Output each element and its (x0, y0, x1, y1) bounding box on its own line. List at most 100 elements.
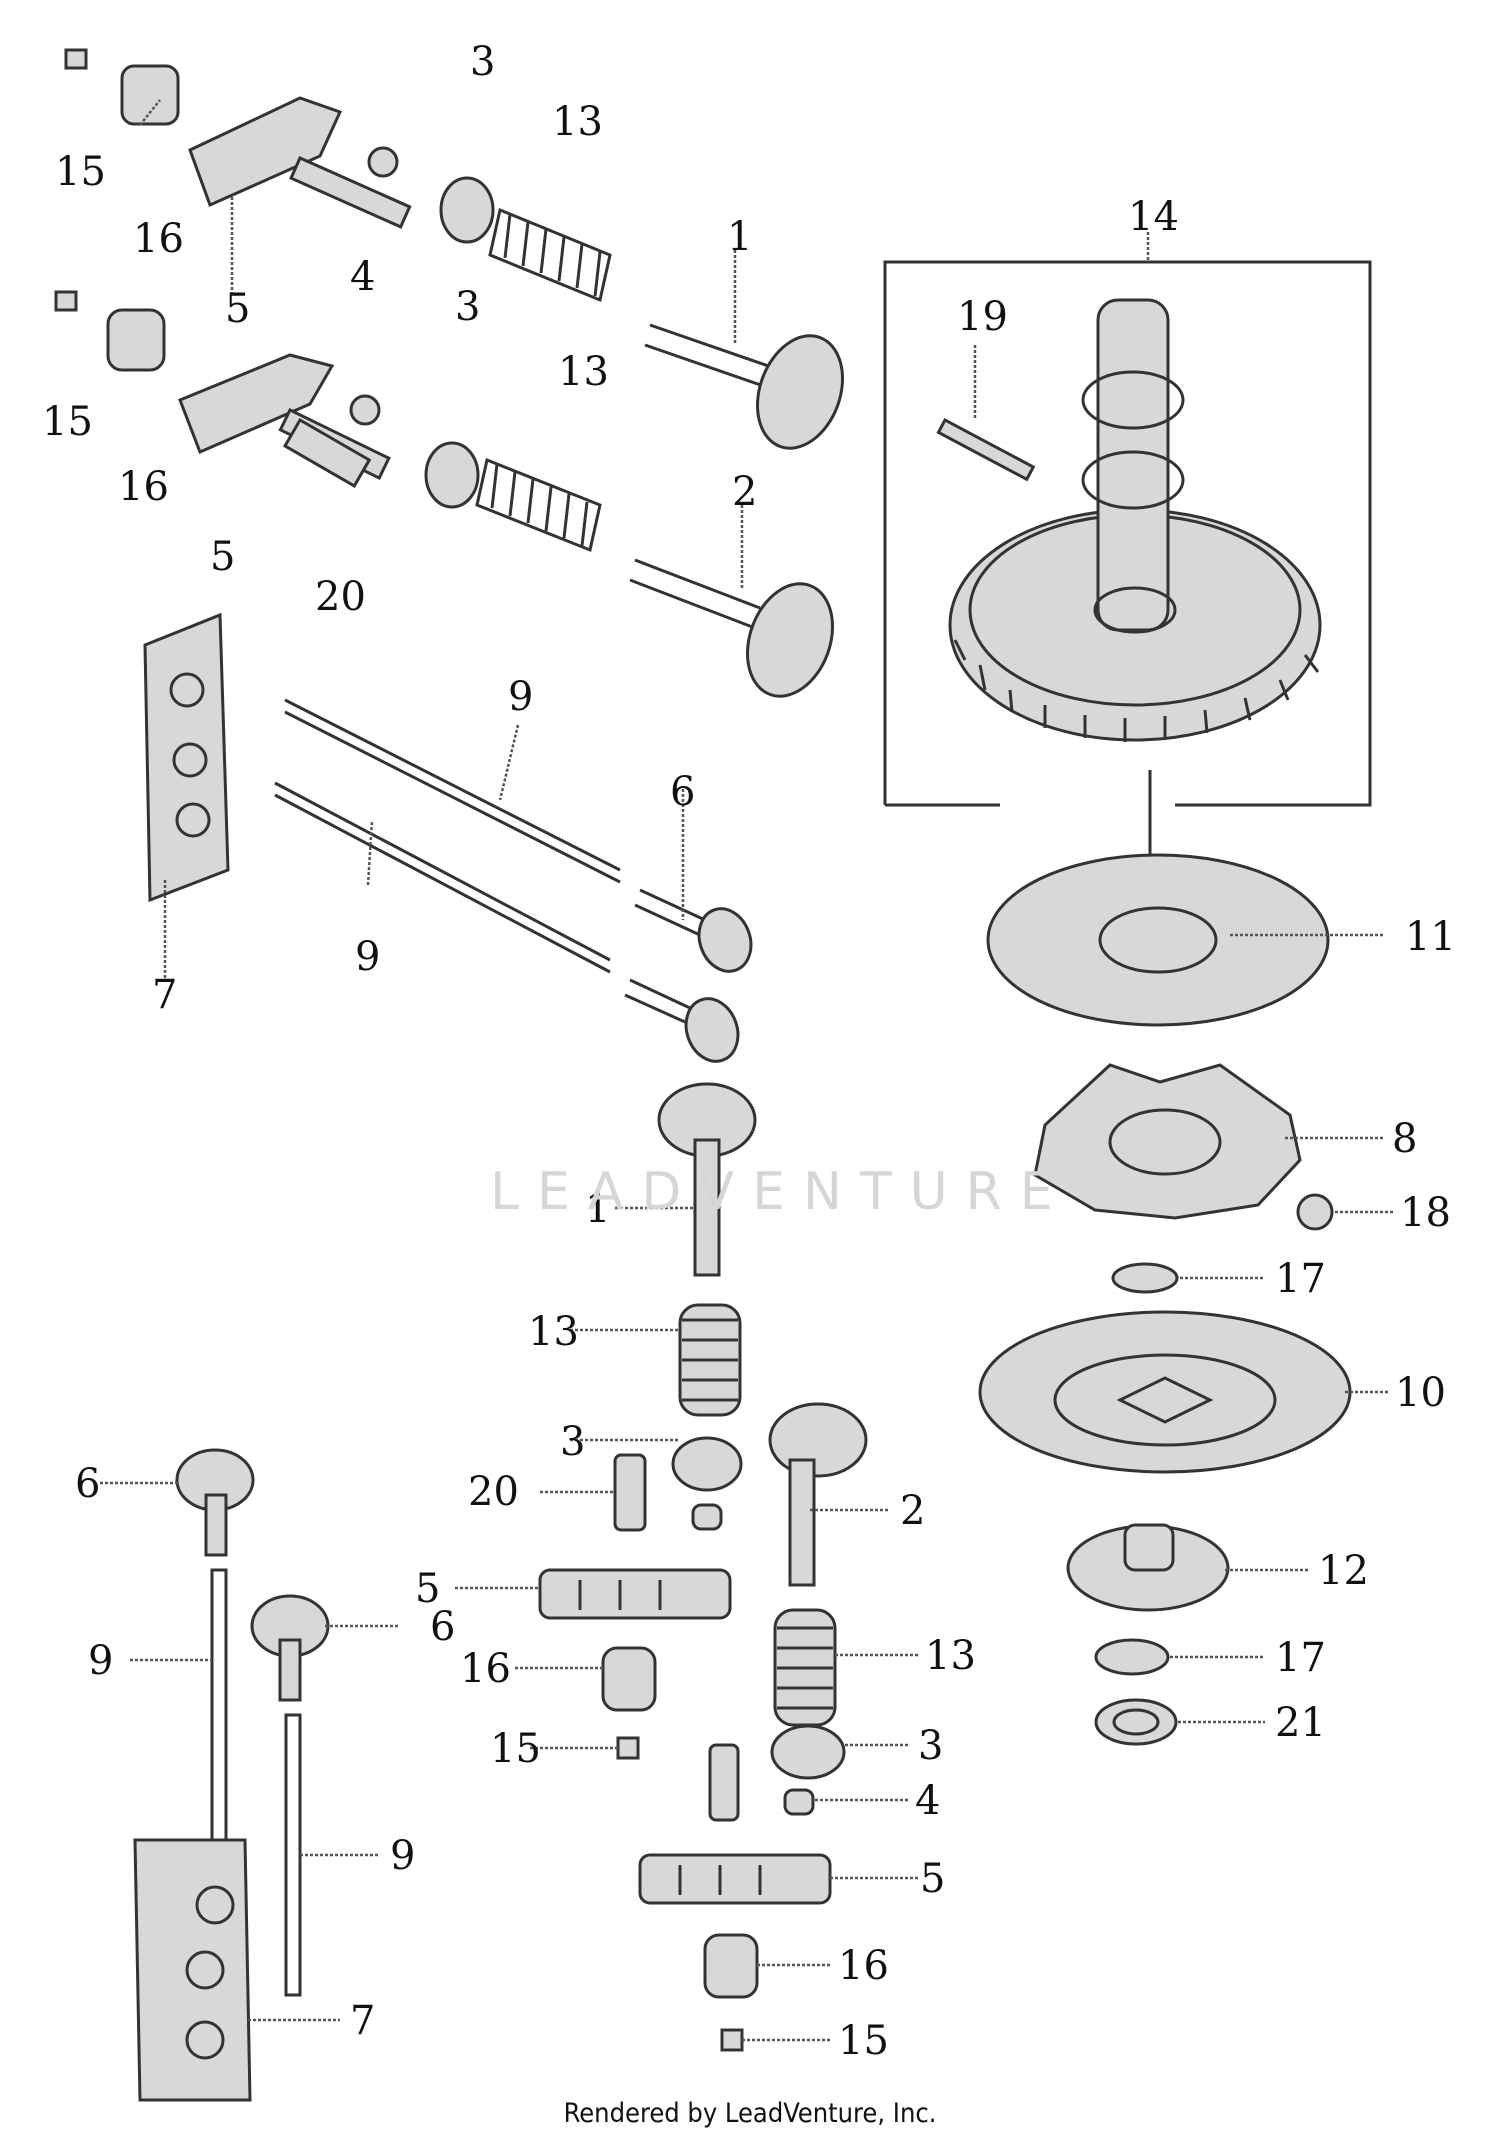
part-gear-12 (1066, 1523, 1230, 1612)
watermark: LEADVENTURE (490, 1162, 1071, 1222)
leader-lines (100, 99, 1395, 2042)
part-stud-20-mid (282, 417, 372, 489)
part-tappet-6-lower-a (175, 1448, 255, 1557)
callout-12: 12 (1318, 1548, 1369, 1594)
part-stud-20-lower (613, 1453, 647, 1532)
callouts: 3 13 15 16 5 4 14 1 19 3 13 15 16 2 5 20… (42, 39, 1456, 2064)
callout-3c: 3 (560, 1419, 585, 1465)
callout-7b: 7 (350, 1998, 375, 2044)
callout-9: 9 (508, 674, 533, 720)
part-spring-13-lower (678, 1303, 742, 1417)
callout-10: 10 (1395, 1370, 1446, 1416)
part-pin-19 (936, 417, 1036, 482)
callout-5: 5 (225, 286, 250, 332)
callout-13d: 13 (925, 1633, 976, 1679)
callout-5d: 5 (920, 1856, 945, 1902)
part-adjust-screw-16-mid (106, 308, 166, 372)
part-tappet-6-b (624, 978, 740, 1063)
part-valve-2-top (629, 558, 835, 698)
callout-20b: 20 (468, 1469, 519, 1515)
callout-11: 11 (1405, 914, 1456, 960)
part-tappet-6-lower-b (250, 1594, 330, 1702)
callout-9c: 9 (88, 1638, 113, 1684)
part-ring-17-bottom (1094, 1638, 1170, 1676)
callout-15c: 15 (490, 1726, 541, 1772)
part-cap-4-lower-a (691, 1503, 723, 1531)
callout-16b: 16 (118, 464, 169, 510)
part-ring-17-top (1111, 1262, 1179, 1294)
part-push-rod-9-a (284, 698, 621, 884)
callout-20: 20 (315, 574, 366, 620)
callout-3d: 3 (918, 1723, 943, 1769)
part-push-rod-9-lower-b (284, 1713, 302, 1997)
part-adjust-nut-15-lower-b (720, 2028, 744, 2052)
part-rocker-arm-5-top (188, 96, 412, 229)
part-rocker-arm-5-lower-b (638, 1853, 832, 1905)
callout-6b: 6 (75, 1461, 100, 1507)
callout-17b: 17 (1275, 1635, 1326, 1681)
part-adjust-nut-15-lower-a (616, 1736, 640, 1760)
part-spring-13-lower-b (773, 1608, 837, 1727)
callout-9d: 9 (390, 1833, 415, 1879)
part-stud-20-lower-b (708, 1743, 740, 1822)
part-adjust-nut-15-top (64, 48, 88, 70)
callout-13: 13 (552, 99, 603, 145)
callout-2b: 2 (900, 1488, 925, 1534)
part-plate-7-top (143, 612, 230, 903)
part-retainer-3-top (439, 176, 495, 244)
callout-1: 1 (727, 214, 752, 260)
callout-4: 4 (350, 254, 375, 300)
callout-5b: 5 (210, 534, 235, 580)
callout-16: 16 (133, 216, 184, 262)
part-adjust-nut-15-mid (54, 290, 78, 312)
callout-3b: 3 (455, 284, 480, 330)
callout-18: 18 (1400, 1190, 1451, 1236)
part-rocker-arm-5-lower-a (538, 1568, 732, 1620)
callout-6c: 6 (430, 1604, 455, 1650)
part-cap-4-lower-b (783, 1788, 815, 1816)
callout-6: 6 (670, 769, 695, 815)
callout-7: 7 (152, 972, 177, 1018)
callout-3: 3 (470, 39, 495, 85)
callout-19: 19 (957, 294, 1008, 340)
part-ball-18 (1296, 1193, 1334, 1231)
part-push-rod-9-lower-a (210, 1568, 228, 1842)
part-plate-7-lower (133, 1838, 252, 2102)
part-tappet-6-a (634, 888, 753, 973)
part-dish-10 (978, 1310, 1352, 1474)
callout-17: 17 (1275, 1256, 1326, 1302)
callout-21: 21 (1275, 1700, 1326, 1746)
part-valve-1-lower (657, 1082, 757, 1277)
part-adjust-screw-16-lower-a (601, 1646, 657, 1712)
callout-13b: 13 (558, 349, 609, 395)
callout-2: 2 (732, 469, 757, 515)
callout-14: 14 (1128, 194, 1179, 240)
part-camshaft-assembly-14 (883, 260, 1372, 807)
part-washer-11 (986, 853, 1330, 1027)
part-push-rod-9-b (274, 781, 611, 974)
part-adjust-screw-16-lower-b (703, 1933, 759, 1999)
callout-13c: 13 (528, 1309, 579, 1355)
callout-15b: 15 (42, 399, 93, 445)
part-adjust-screw-16-top (120, 64, 180, 126)
part-governor-8 (1033, 1063, 1302, 1220)
footer-credit: Rendered by LeadVenture, Inc. (563, 2098, 937, 2129)
part-valve-2-lower (768, 1402, 868, 1587)
part-retainer-3-mid (424, 441, 480, 509)
part-valve-1-top (644, 323, 845, 450)
callout-8: 8 (1392, 1116, 1417, 1162)
callout-16c: 16 (460, 1646, 511, 1692)
callout-4b: 4 (915, 1778, 940, 1824)
callout-15: 15 (55, 149, 106, 195)
part-retainer-3-lower-b (770, 1724, 846, 1780)
callout-9b: 9 (355, 934, 380, 980)
part-spring-13-top (488, 207, 612, 303)
callout-5c: 5 (415, 1566, 440, 1612)
part-spring-13-mid (475, 457, 602, 553)
callout-16d: 16 (838, 1943, 889, 1989)
part-retainer-3-lower (671, 1436, 743, 1492)
callout-15d: 15 (838, 2018, 889, 2064)
callout-1b: 1 (585, 1186, 610, 1232)
